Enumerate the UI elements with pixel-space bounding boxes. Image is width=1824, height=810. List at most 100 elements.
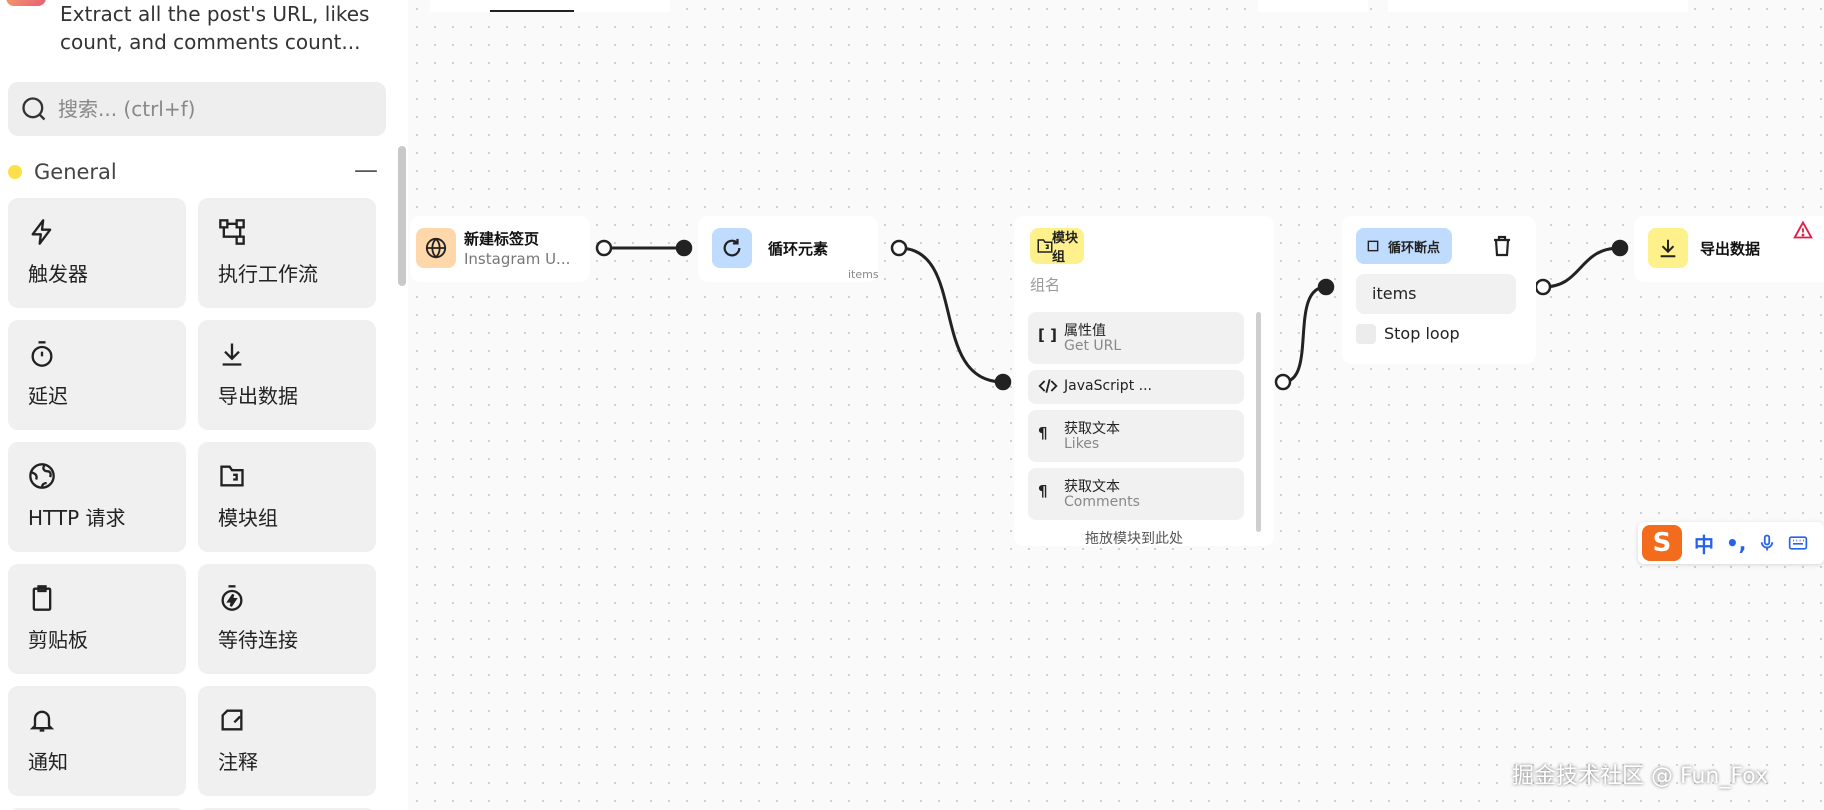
- bolt-icon: [31, 219, 52, 245]
- input-handle[interactable]: [675, 239, 693, 257]
- block-note[interactable]: 注释: [198, 686, 376, 796]
- input-handle[interactable]: [1611, 239, 1629, 257]
- block-notification[interactable]: 通知: [8, 686, 186, 796]
- block-label: 注释: [218, 750, 258, 774]
- block-delay[interactable]: 延迟: [8, 320, 186, 430]
- stop-loop-label: Stop loop: [1384, 324, 1460, 343]
- node-title: 新建标签页: [464, 230, 540, 248]
- connection-wires: [595, 239, 1629, 391]
- block-label: 等待连接: [218, 628, 298, 652]
- block-execute-workflow[interactable]: 执行工作流: [198, 198, 376, 308]
- keyboard-icon[interactable]: [1788, 533, 1808, 553]
- block-label: 触发器: [28, 262, 88, 286]
- output-handle[interactable]: [1274, 373, 1292, 391]
- block-label: 执行工作流: [218, 262, 318, 286]
- ime-lang-toggle[interactable]: 中: [1694, 532, 1714, 557]
- group-item-title: 获取文本: [1064, 479, 1120, 495]
- wire-loopbreak-export: [1542, 246, 1621, 289]
- paragraph-icon: ¶: [1038, 424, 1048, 442]
- category-dot: [8, 165, 22, 179]
- block-trigger[interactable]: 触发器: [8, 198, 186, 308]
- input-handle[interactable]: [1317, 278, 1335, 296]
- node-loop-breakpoint[interactable]: 循环断点 items Stop loop: [1342, 216, 1536, 364]
- block-export-data[interactable]: 导出数据: [198, 320, 376, 430]
- category-general[interactable]: General —: [8, 158, 378, 186]
- top-tab-indicator: [490, 10, 574, 12]
- stop-loop-checkbox[interactable]: [1356, 324, 1376, 344]
- folder-icon: [220, 465, 244, 487]
- workflow-description: Extract all the post's URL, likes count,…: [60, 2, 370, 54]
- block-wait-connection[interactable]: 等待连接: [198, 564, 376, 674]
- watermark: 掘金技术社区 @ Fun_Fox: [1512, 764, 1768, 789]
- sidebar: Extract all the post's URL, likes count,…: [0, 0, 408, 810]
- wire-group-loopbreak: [1282, 285, 1327, 384]
- block-label: 剪贴板: [28, 628, 88, 652]
- workflow-logo: [6, 0, 46, 6]
- block-label: 模块组: [218, 506, 278, 530]
- input-handle[interactable]: [994, 373, 1012, 391]
- punctuation-icon[interactable]: •,: [1726, 531, 1747, 555]
- node-new-tab[interactable]: 新建标签页 Instagram U...: [410, 216, 590, 282]
- square-icon: [1367, 240, 1379, 252]
- node-export-data[interactable]: 导出数据: [1634, 216, 1824, 282]
- group-item-title: 获取文本: [1064, 421, 1120, 437]
- node-title: 循环断点: [1387, 240, 1440, 256]
- block-label: 导出数据: [218, 384, 298, 408]
- block-partial[interactable]: [198, 808, 376, 810]
- wire-loop-group: [898, 246, 1004, 384]
- node-title: 循环元素: [768, 240, 829, 258]
- collapse-toggle[interactable]: —: [354, 156, 378, 184]
- node-icon: [1648, 228, 1688, 268]
- folder-icon: [1037, 239, 1053, 253]
- block-clipboard[interactable]: 剪贴板: [8, 564, 186, 674]
- output-handle[interactable]: [1534, 278, 1552, 296]
- group-item-javascript[interactable]: JavaScript ...: [1028, 370, 1244, 404]
- group-item-attribute[interactable]: [ ] 属性值 Get URL: [1028, 312, 1244, 364]
- globe-icon: [425, 237, 447, 259]
- clipboard-icon: [32, 585, 52, 611]
- code-icon: [1038, 376, 1058, 400]
- group-item-get-text-likes[interactable]: ¶ 获取文本 Likes: [1028, 410, 1244, 462]
- search-box[interactable]: [8, 82, 386, 136]
- node-icon: 循环断点: [1356, 228, 1452, 264]
- bell-icon: [29, 710, 55, 732]
- top-panel: [430, 0, 670, 12]
- timer-icon: [31, 341, 53, 367]
- node-group[interactable]: 模块组 组名 [ ] 属性值 Get URL JavaScript ... ¶ …: [1014, 216, 1274, 547]
- block-partial[interactable]: [8, 808, 186, 810]
- loop-icon: [723, 238, 741, 257]
- search-input[interactable]: [58, 97, 358, 121]
- trash-icon[interactable]: [1490, 234, 1514, 258]
- output-handle[interactable]: [890, 239, 908, 257]
- node-loop-elements[interactable]: 循环元素 items: [698, 216, 879, 282]
- microphone-icon[interactable]: [1758, 533, 1776, 553]
- group-item-subtitle: Likes: [1064, 436, 1100, 452]
- block-http-request[interactable]: HTTP 请求: [8, 442, 186, 552]
- group-item-subtitle: Comments: [1064, 494, 1140, 510]
- ime-toolbar[interactable]: S 中 •,: [1638, 522, 1824, 564]
- block-label: HTTP 请求: [28, 506, 126, 530]
- drop-hint: 拖放模块到此处: [1085, 531, 1183, 547]
- sidebar-scrollbar[interactable]: [398, 146, 406, 286]
- block-group[interactable]: 模块组: [198, 442, 376, 552]
- timer-bolt-icon: [221, 585, 243, 611]
- download-icon: [222, 343, 242, 366]
- node-subtitle: Instagram U...: [464, 250, 571, 268]
- node-title: 模块组: [1052, 231, 1079, 265]
- download-icon: [1660, 239, 1676, 258]
- group-name-field[interactable]: 组名: [1030, 276, 1061, 294]
- warning-icon: [1793, 220, 1813, 239]
- category-label: General: [34, 160, 117, 184]
- workflow-canvas[interactable]: 新建标签页 Instagram U... 循环元素 items 模块组 组名 […: [408, 0, 1824, 810]
- group-item-title: JavaScript ...: [1064, 378, 1152, 394]
- search-icon: [22, 97, 46, 121]
- group-scrollbar[interactable]: [1256, 312, 1261, 532]
- top-panel: [1388, 0, 1688, 12]
- node-icon: 模块组: [1030, 228, 1084, 265]
- handle-label: items: [848, 268, 879, 281]
- output-handle[interactable]: [595, 239, 613, 257]
- loop-id-input[interactable]: items: [1356, 274, 1516, 314]
- globe-icon: [29, 463, 55, 489]
- group-item-get-text-comments[interactable]: ¶ 获取文本 Comments: [1028, 468, 1244, 520]
- paragraph-icon: ¶: [1038, 482, 1048, 500]
